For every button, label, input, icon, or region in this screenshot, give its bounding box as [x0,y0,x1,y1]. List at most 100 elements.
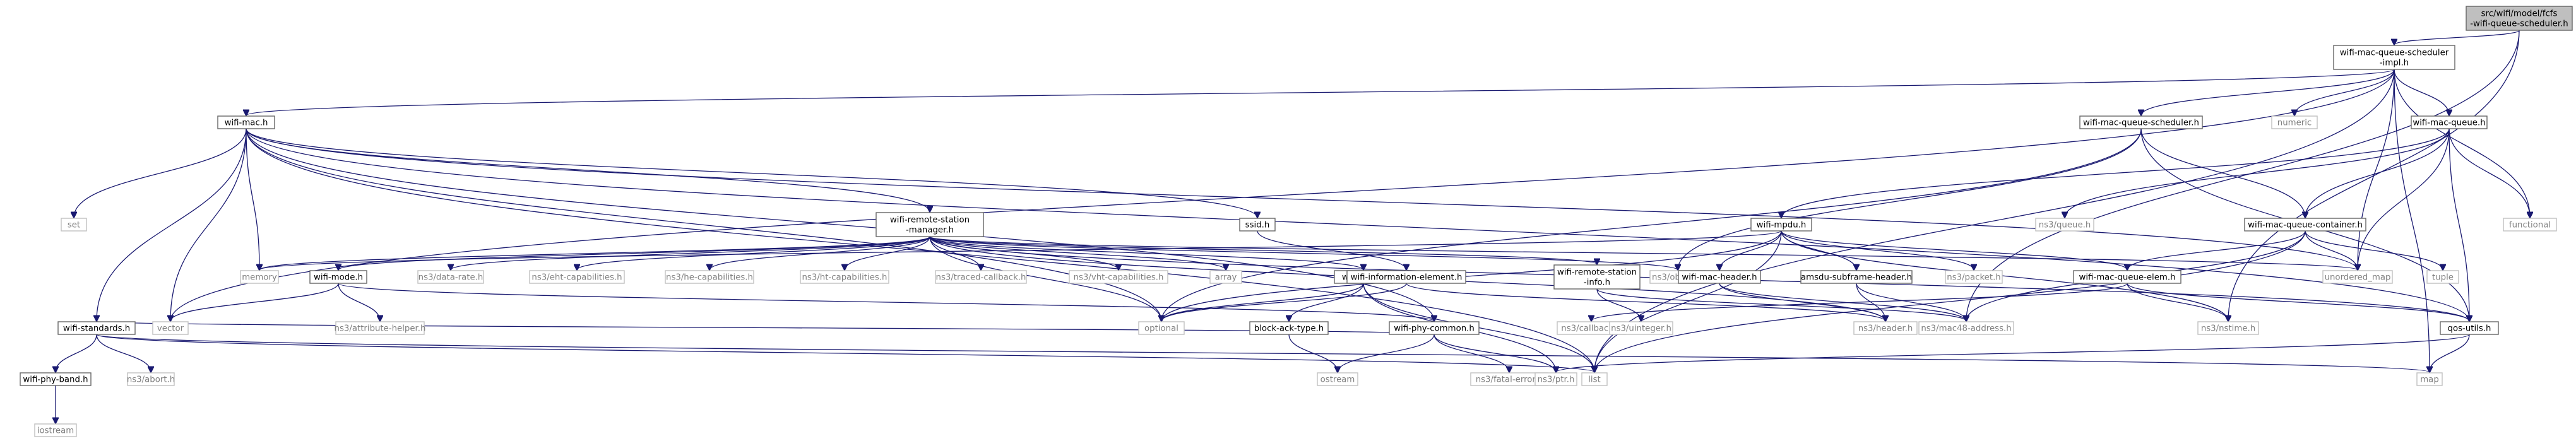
node-tuple: tuple [2426,270,2459,284]
include-edge-rsm-to-array [929,236,1226,270]
node-numeric: numeric [2271,115,2318,129]
include-edge-container-to-elem [2127,230,2306,270]
include-edge-impl-to-sched [2141,69,2395,115]
include-edge-rsm-to-wutils [929,236,1363,270]
node-wifimode[interactable]: wifi-mode.h [309,270,367,284]
node-box [1239,218,1276,232]
include-edge-wifimode-to-attr [338,283,380,321]
node-amsdu[interactable]: amsdu-subframe-header.h [1800,270,1913,284]
node-label: ssid.h [1245,221,1270,230]
node-abort: ns3/abort.h [127,372,175,386]
include-edge-rsm-to-wifimode [338,236,930,270]
include-edge-phycommon-to-fatal [1433,334,1509,372]
include-edge-queue-to-ns3queue [2065,128,2450,218]
node-vht: ns3/vht-capabilities.h [1069,270,1168,284]
include-edge-mpdu-to-nstime [1781,230,2228,321]
node-layer: src/wifi/model/fcfs-wifi-queue-scheduler… [20,6,2573,437]
include-edge-mpdu-to-machdr [1719,230,1782,270]
include-edge-rsm-to-object [929,236,1678,270]
node-memory: memory [240,270,279,284]
node-box [127,372,175,386]
node-functional: functional [2503,218,2557,232]
node-box [1800,270,1913,284]
node-label: wifi-standards.h [63,324,130,334]
node-ptr: ns3/ptr.h [1534,372,1577,386]
node-machdr[interactable]: wifi-mac-header.h [1678,270,1761,284]
node-label: ns3/uinteger.h [1611,324,1671,334]
node-mpdu[interactable]: wifi-mpdu.h [1750,218,1812,232]
node-datarate: ns3/data-rate.h [417,270,484,284]
node-label: ns3/ht-capabilities.h [802,273,887,283]
node-label: ns3/eht-capabilities.h [531,273,622,283]
node-wie[interactable]: wifi-information-element.h [1346,270,1466,284]
include-edge-wutils-to-optional [1161,283,1364,321]
include-edge-mpdu-to-memory [259,230,1782,270]
node-phycommon[interactable]: wifi-phy-common.h [1389,321,1480,335]
node-rsi[interactable]: wifi-remote-station-info.h [1553,264,1641,290]
node-eht: ns3/eht-capabilities.h [529,270,625,284]
node-label: numeric [2277,119,2312,128]
node-blockack[interactable]: block-ack-type.h [1249,321,1329,335]
node-box [34,423,77,437]
include-edge-impl-to-functional [2394,69,2530,218]
node-box [1853,321,1918,335]
node-callback: ns3/callback.h [1557,321,1626,335]
include-edge-rsm-to-unordered [929,236,2358,270]
include-edge-mpdu-to-packet [1781,230,1974,270]
node-box [20,372,92,386]
node-box [1581,372,1608,386]
node-box [240,270,279,284]
include-edge-sched-to-object [1678,128,2142,270]
node-tcb: ns3/traced-callback.h [935,270,1027,284]
node-iostream: iostream [34,423,77,437]
node-label: ostream [1321,375,1355,385]
node-optional: optional [1138,321,1185,335]
node-label: wifi-mac-queue.h [2413,119,2485,128]
node-label: ns3/packet.h [1947,273,2000,283]
node-nstime: ns3/nstime.h [2197,321,2259,335]
include-edge-wifimode-to-phycommon [338,283,1434,321]
node-phyband[interactable]: wifi-phy-band.h [20,372,92,386]
node-box [2197,321,2259,335]
node-label: ns3/fatal-error.h [1476,375,1543,385]
node-wifimac[interactable]: wifi-mac.h [217,115,275,129]
node-box [152,321,189,335]
include-edge-amsdu-to-header [1856,283,1885,321]
edge-layer [56,30,2530,423]
node-label: wifi-mac-header.h [1682,273,1757,283]
node-box [2244,218,2366,232]
node-label: block-ack-type.h [1254,324,1324,334]
node-label: ns3/callback.h [1561,324,1621,334]
node-root[interactable]: src/wifi/model/fcfs-wifi-queue-scheduler… [2466,6,2573,31]
node-qos[interactable]: qos-utils.h [2440,321,2499,335]
node-sched[interactable]: wifi-mac-queue-scheduler.h [2079,115,2203,129]
node-array: array [1209,270,1242,284]
node-mac48: ns3/mac48-address.h [1918,321,2014,335]
node-impl[interactable]: wifi-mac-queue-scheduler-impl.h [2333,45,2455,70]
include-edge-wutils-to-blockack [1289,283,1364,321]
include-edge-wie-to-optional [1161,283,1407,321]
node-container[interactable]: wifi-mac-queue-container.h [2244,218,2366,232]
node-label: wifi-mode.h [314,273,363,283]
node-label: wifi-mpdu.h [1757,221,1807,230]
node-rsm[interactable]: wifi-remote-station-manager.h [875,212,984,237]
include-edge-phycommon-to-standards [97,321,1435,335]
include-edge-impl-to-numeric [2294,69,2395,115]
node-fatal: ns3/fatal-error.h [1470,372,1548,386]
node-queue[interactable]: wifi-mac-queue.h [2411,115,2488,129]
node-box [217,115,275,129]
node-box [2035,218,2094,232]
node-box [2426,270,2459,284]
include-edge-container-to-unordered [2305,230,2358,270]
node-ns3queue: ns3/queue.h [2035,218,2094,232]
node-box [2440,321,2499,335]
node-box [1918,321,2014,335]
node-ssid[interactable]: ssid.h [1239,218,1276,232]
node-label: wifi-mac-queue-scheduler-impl.h [2340,49,2449,68]
node-elem[interactable]: wifi-mac-queue-elem.h [2073,270,2181,284]
node-label: ns3/vht-capabilities.h [1074,273,1164,283]
include-edge-rsm-to-rsi [929,236,1597,264]
node-box [1945,270,2003,284]
node-standards[interactable]: wifi-standards.h [57,321,136,335]
node-box [2322,270,2393,284]
